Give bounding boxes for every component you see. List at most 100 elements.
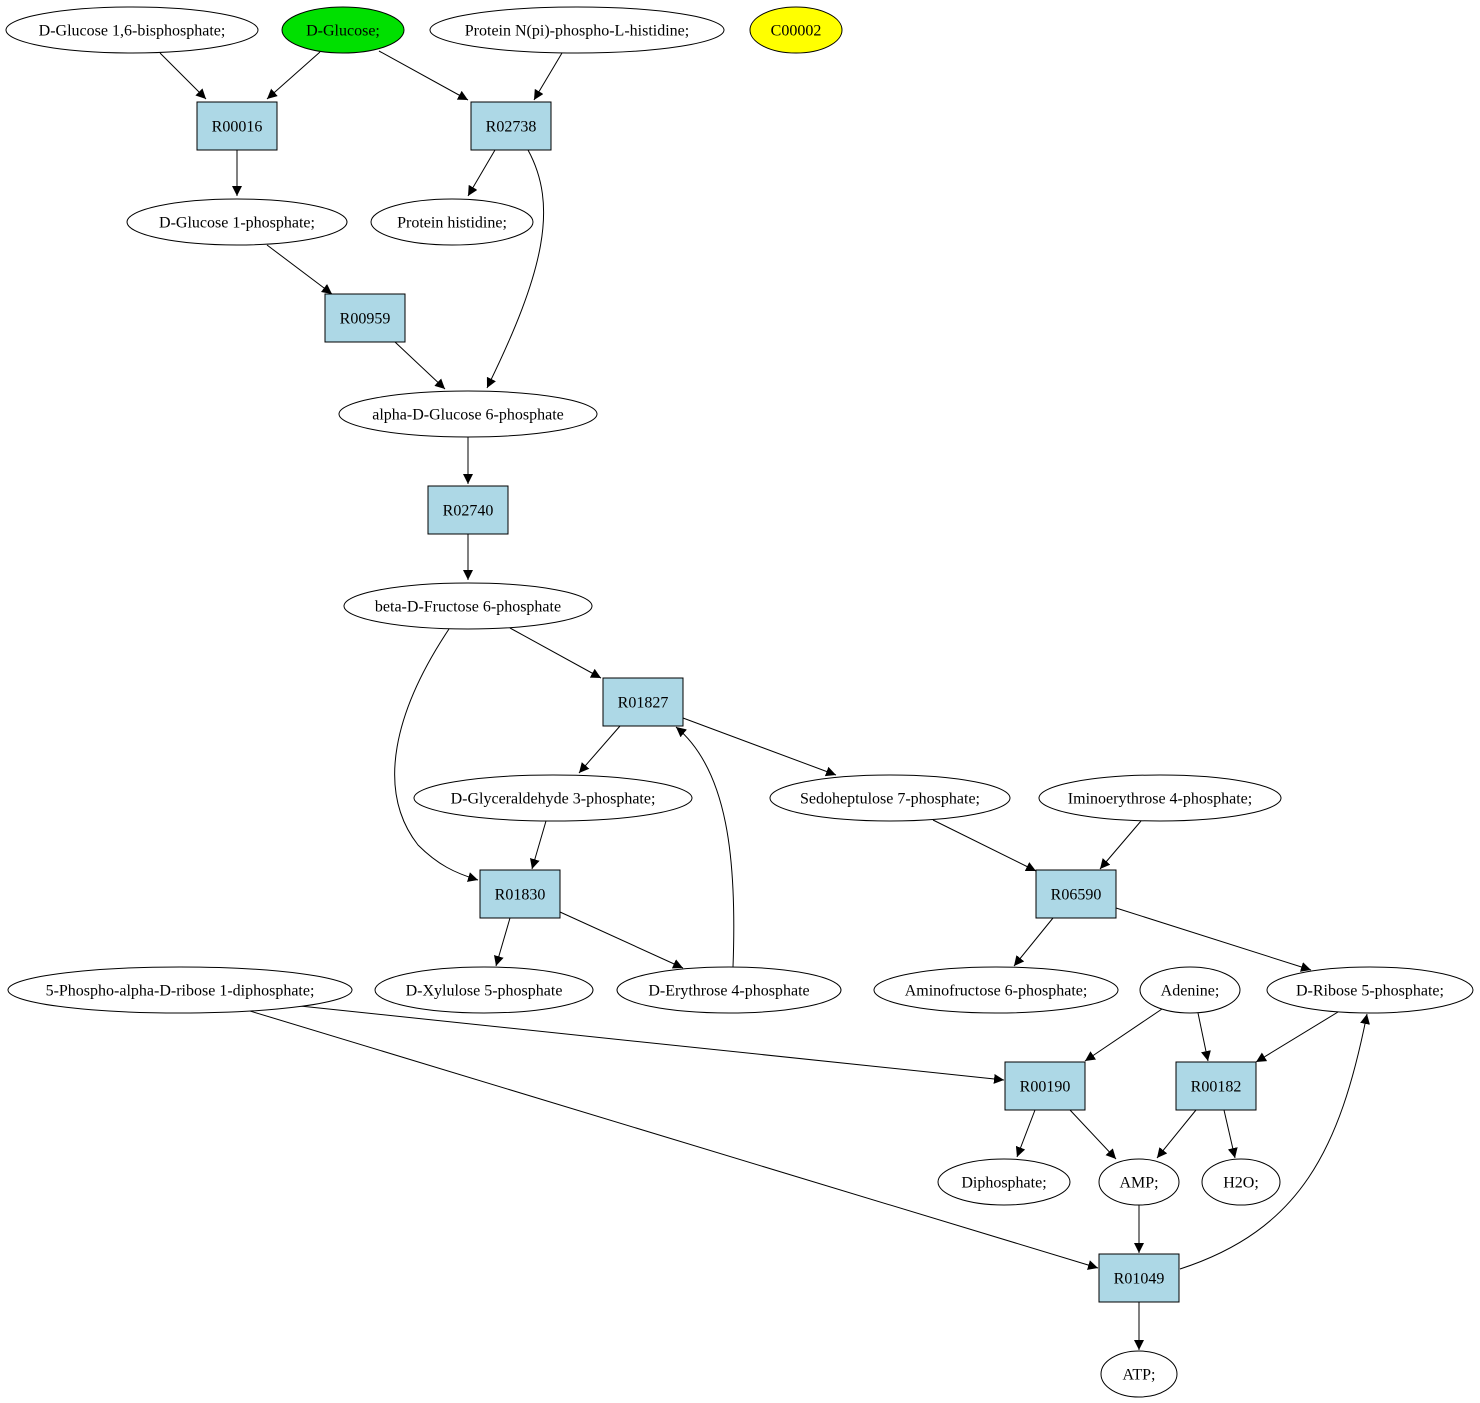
compound-ellipse: [749, 6, 843, 54]
node-label: R02740: [443, 503, 494, 520]
node-label: D-Glucose 1,6-bisphosphate;: [39, 23, 226, 40]
reaction-node-r00190[interactable]: R00190: [1004, 1061, 1086, 1111]
reaction-box: [602, 677, 684, 727]
compound-node-prothis[interactable]: Protein histidine;: [370, 198, 534, 246]
compound-ellipse: [5, 6, 259, 54]
compound-node-e4p[interactable]: D-Erythrose 4-phosphate: [616, 966, 842, 1014]
compound-node-aglc6p[interactable]: alpha-D-Glucose 6-phosphate: [338, 390, 598, 438]
compound-ellipse: [281, 6, 405, 54]
compound-ellipse: [1266, 966, 1474, 1014]
compound-ellipse: [7, 966, 353, 1014]
compound-ellipse: [338, 390, 598, 438]
edge-r01049-to-r5p: [1179, 1013, 1370, 1270]
edge-adenine-to-r00190: [1084, 1008, 1163, 1062]
node-label: Iminoerythrose 4-phosphate;: [1068, 791, 1252, 808]
edge-r00190-to-amp: [1069, 1109, 1117, 1160]
node-label: Protein N(pi)-phospho-L-histidine;: [465, 23, 689, 40]
compound-node-prpp[interactable]: 5-Phospho-alpha-D-ribose 1-diphosphate;: [7, 966, 353, 1014]
reaction-box: [196, 101, 278, 151]
reaction-node-r00959[interactable]: R00959: [324, 293, 406, 343]
reaction-node-r00182[interactable]: R00182: [1175, 1061, 1257, 1111]
compound-node-glc1p[interactable]: D-Glucose 1-phosphate;: [126, 198, 348, 246]
edge-bfru6p-to-r01827: [509, 627, 602, 679]
node-label: R06590: [1051, 887, 1102, 904]
node-label: AMP;: [1119, 1175, 1158, 1192]
edge-r01827-to-gap: [578, 725, 621, 774]
compound-ellipse: [429, 6, 725, 54]
reaction-node-r02740[interactable]: R02740: [427, 485, 509, 535]
compound-node-af6p[interactable]: Aminofructose 6-phosphate;: [873, 966, 1119, 1014]
edge-e4p-to-r01827: [675, 726, 735, 968]
edge-gap-to-r01830: [530, 820, 547, 870]
node-label: Protein histidine;: [397, 215, 507, 232]
compound-node-r5p[interactable]: D-Ribose 5-phosphate;: [1266, 966, 1474, 1014]
edge-r01830-to-e4p: [559, 911, 684, 969]
node-label: D-Glyceraldehyde 3-phosphate;: [451, 791, 656, 808]
compound-node-s7p[interactable]: Sedoheptulose 7-phosphate;: [769, 774, 1011, 822]
compound-node-glucose[interactable]: D-Glucose;: [281, 6, 405, 54]
reaction-node-r02738[interactable]: R02738: [470, 101, 552, 151]
reaction-box: [1098, 1253, 1180, 1303]
compound-node-gap[interactable]: D-Glyceraldehyde 3-phosphate;: [413, 774, 693, 822]
node-label: ATP;: [1123, 1367, 1156, 1384]
node-label: C00002: [771, 23, 822, 40]
edge-prpp-to-r01049: [249, 1010, 1099, 1270]
edge-glucose-to-r02738: [378, 50, 469, 101]
compound-ellipse: [1038, 774, 1282, 822]
reaction-node-r06590[interactable]: R06590: [1035, 869, 1117, 919]
edge-r06590-to-r5p: [1115, 907, 1312, 972]
edge-ie4p-to-r06590: [1099, 820, 1142, 870]
compound-ellipse: [343, 582, 593, 630]
node-label: Adenine;: [1161, 983, 1220, 1000]
compound-node-xu5p[interactable]: D-Xylulose 5-phosphate: [374, 966, 594, 1014]
edge-protnphis-to-r02738: [533, 52, 563, 101]
node-label: D-Erythrose 4-phosphate: [648, 983, 809, 1000]
node-label: D-Xylulose 5-phosphate: [406, 983, 563, 1000]
compound-node-ppi[interactable]: Diphosphate;: [937, 1158, 1071, 1206]
node-label: beta-D-Fructose 6-phosphate: [375, 599, 561, 616]
reaction-node-r00016[interactable]: R00016: [196, 101, 278, 151]
compound-node-protnphis[interactable]: Protein N(pi)-phospho-L-histidine;: [429, 6, 725, 54]
compound-ellipse: [126, 198, 348, 246]
compound-ellipse: [937, 1158, 1071, 1206]
node-label: D-Glucose;: [306, 23, 380, 40]
reaction-node-r01830[interactable]: R01830: [479, 869, 561, 919]
compound-node-atp[interactable]: ATP;: [1100, 1350, 1178, 1398]
compound-node-ie4p[interactable]: Iminoerythrose 4-phosphate;: [1038, 774, 1282, 822]
compound-ellipse: [370, 198, 534, 246]
compound-ellipse: [873, 966, 1119, 1014]
edge-r02738-to-prothis: [467, 149, 496, 197]
compound-node-h2o[interactable]: H2O;: [1201, 1158, 1281, 1206]
edge-r00182-to-h2o: [1223, 1109, 1238, 1159]
node-label: D-Glucose 1-phosphate;: [159, 215, 315, 232]
compound-ellipse: [1201, 1158, 1281, 1206]
node-label: Diphosphate;: [961, 1175, 1046, 1192]
node-label: R00016: [212, 119, 263, 136]
reaction-box: [470, 101, 552, 151]
compound-ellipse: [1098, 1158, 1180, 1206]
node-label: R01049: [1114, 1271, 1165, 1288]
edge-r5p-to-r00182: [1255, 1011, 1339, 1063]
node-label: alpha-D-Glucose 6-phosphate: [372, 407, 564, 424]
node-label: D-Ribose 5-phosphate;: [1296, 983, 1444, 1000]
node-label: 5-Phospho-alpha-D-ribose 1-diphosphate;: [46, 983, 315, 1000]
compound-ellipse: [413, 774, 693, 822]
compound-node-c00002[interactable]: C00002: [749, 6, 843, 54]
compound-node-glc16bp[interactable]: D-Glucose 1,6-bisphosphate;: [5, 6, 259, 54]
edge-r06590-to-af6p: [1013, 917, 1054, 967]
reaction-box: [1004, 1061, 1086, 1111]
edge-prpp-to-r00190: [299, 1005, 1005, 1084]
node-label: R00190: [1020, 1079, 1071, 1096]
compound-ellipse: [374, 966, 594, 1014]
compound-node-adenine[interactable]: Adenine;: [1139, 966, 1241, 1014]
compound-ellipse: [1139, 966, 1241, 1014]
reaction-box: [324, 293, 406, 343]
compound-node-amp[interactable]: AMP;: [1098, 1158, 1180, 1206]
node-label: R00959: [340, 311, 391, 328]
reaction-node-r01049[interactable]: R01049: [1098, 1253, 1180, 1303]
compound-node-bfru6p[interactable]: beta-D-Fructose 6-phosphate: [343, 582, 593, 630]
reaction-node-r01827[interactable]: R01827: [602, 677, 684, 727]
edge-glc1p-to-r00959: [266, 244, 333, 295]
node-label: R02738: [486, 119, 537, 136]
